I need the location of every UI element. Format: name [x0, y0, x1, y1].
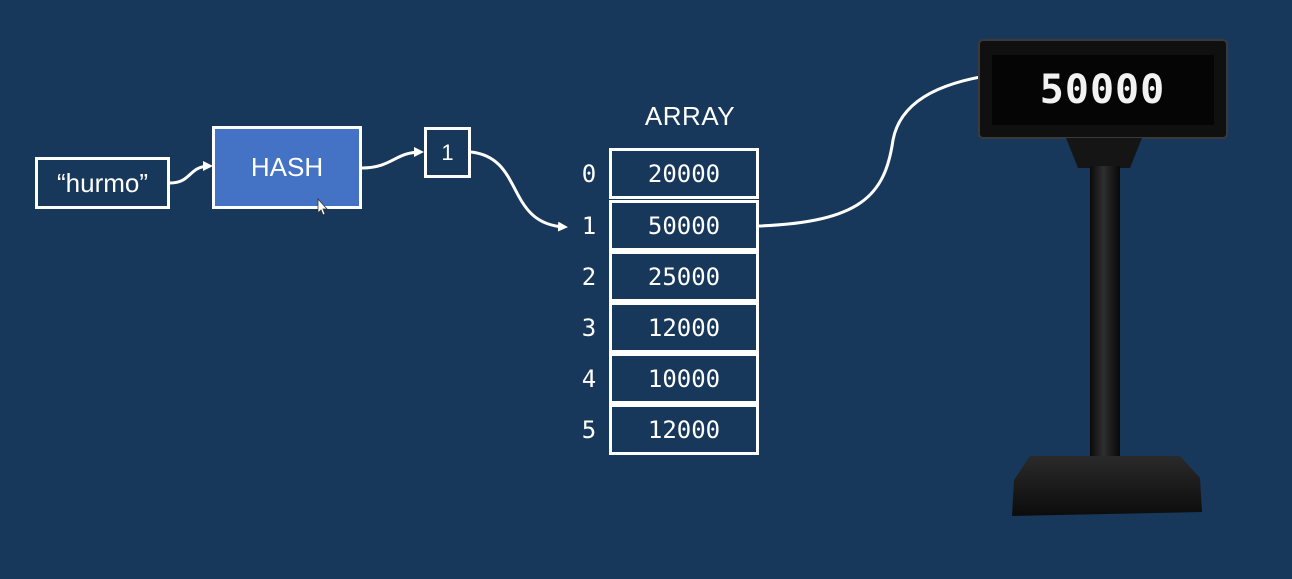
array-cell-value: 12000 [647, 415, 721, 444]
key-label: “hurmo” [56, 167, 148, 198]
array-cell-4: 10000 [609, 353, 759, 404]
hash-index-value: 1 [441, 139, 454, 165]
display-bracket [1066, 138, 1142, 168]
array-index-2: 2 [581, 263, 597, 291]
arrow-hash-to-index [361, 147, 424, 170]
array-title: ARRAY [644, 101, 736, 131]
hash-label: HASH [250, 152, 324, 182]
display-readout: 50000 [1039, 67, 1166, 113]
array-cell-value: 50000 [647, 211, 721, 240]
display-pole [1090, 166, 1120, 476]
array-cell-0: 20000 [609, 148, 759, 199]
array-cell-5: 12000 [609, 404, 759, 455]
display-screen [992, 55, 1214, 125]
key-input-box: “hurmo” [35, 157, 170, 209]
array-index-3: 3 [581, 314, 597, 342]
array-cell-3: 12000 [609, 302, 759, 353]
display-base [1012, 456, 1202, 516]
array-cell-value: 20000 [647, 159, 721, 188]
array-cell-value: 12000 [647, 313, 721, 342]
array-index-4: 4 [581, 365, 597, 393]
hash-function-box: HASH [212, 126, 362, 209]
array-index-5: 5 [581, 416, 597, 444]
arrow-cell-to-display [758, 66, 1030, 228]
array-index-1: 1 [581, 212, 597, 240]
array-index-0: 0 [581, 160, 597, 188]
array-cell-value: 10000 [647, 364, 721, 393]
hash-index-box: 1 [424, 127, 471, 178]
array-cell-2: 25000 [609, 251, 759, 302]
array-cell-1: 50000 [609, 200, 759, 251]
array-cell-value: 25000 [647, 262, 721, 291]
arrow-key-to-hash [169, 161, 213, 185]
arrow-index-to-cell [470, 150, 568, 232]
